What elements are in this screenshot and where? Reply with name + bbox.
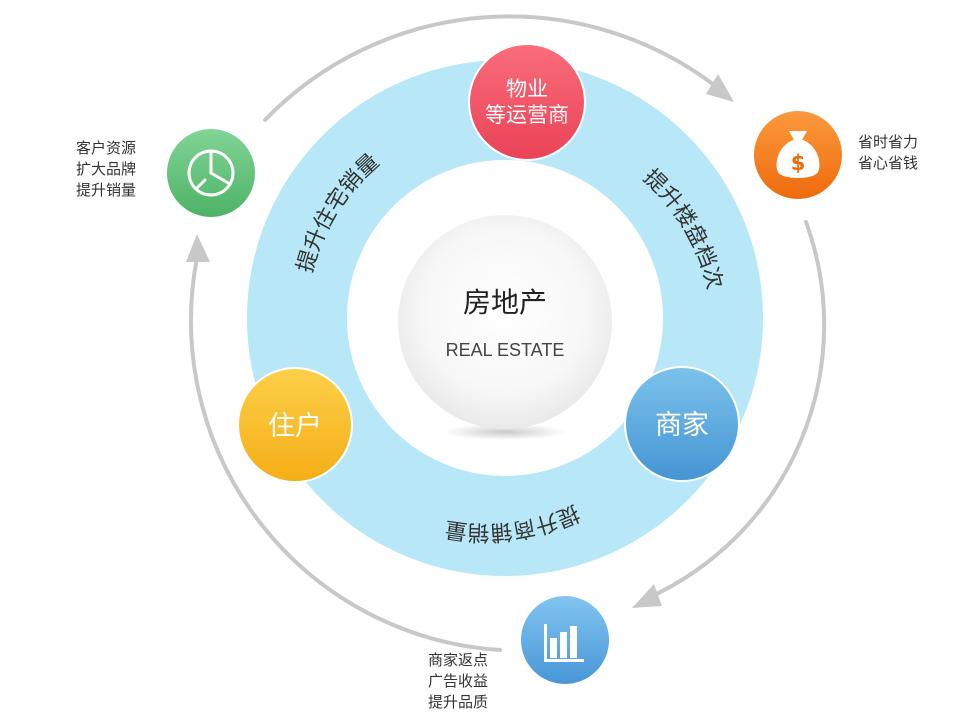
money-side-text-line: 省时省力 (858, 133, 919, 151)
pie-side-text-line: 客户资源 (76, 139, 137, 157)
bar-chart-icon (544, 624, 584, 662)
arrow-left-arc (189, 256, 502, 652)
arrow-heads (186, 74, 734, 608)
money-side-text-line: 省心省钱 (858, 154, 919, 172)
bars-side-text-line: 商家返点 (428, 651, 489, 669)
node-right: 商家 (624, 366, 740, 482)
node-left-circle (237, 367, 353, 483)
node-right-label: 商家 (655, 410, 709, 441)
arrow-right-arc (646, 220, 827, 600)
pie-chart-icon (187, 149, 235, 197)
money-side-text: 省时省力 省心省钱 (858, 132, 918, 174)
center-title: 房地产 (463, 286, 547, 319)
pie-side-text-line: 扩大品牌 (76, 160, 137, 178)
node-left: 住户 (237, 367, 353, 483)
node-left-label: 住户 (268, 411, 322, 442)
outer-cycle-arrows (189, 14, 827, 652)
outer-node-bars (519, 594, 611, 686)
arrow-head-right (632, 584, 662, 608)
node-top-circle (468, 43, 586, 161)
svg-text:$: $ (791, 151, 806, 175)
node-top-label-line2: 等运营商 (485, 103, 569, 127)
arrow-head-left (186, 234, 210, 262)
center-circle (398, 215, 612, 429)
arrow-head-top (706, 74, 734, 102)
outer-node-money: $ (752, 109, 844, 201)
center-shadow (443, 424, 567, 440)
outer-node-pie (165, 127, 257, 219)
bars-side-text-line: 广告收益 (428, 672, 489, 690)
node-right-circle (624, 366, 740, 482)
bars-side-text-line: 提升品质 (428, 693, 489, 711)
node-top-label-line1: 物业 (506, 77, 548, 101)
pie-side-text-line: 提升销量 (76, 181, 137, 199)
arrow-top-arc (263, 14, 720, 122)
center-subtitle: REAL ESTATE (446, 340, 565, 360)
node-top: 物业 等运营商 (468, 43, 586, 161)
money-bag-icon: $ (776, 131, 820, 178)
pie-side-text: 客户资源 扩大品牌 提升销量 (76, 138, 136, 201)
bars-side-text: 商家返点 广告收益 提升品质 (428, 650, 488, 713)
